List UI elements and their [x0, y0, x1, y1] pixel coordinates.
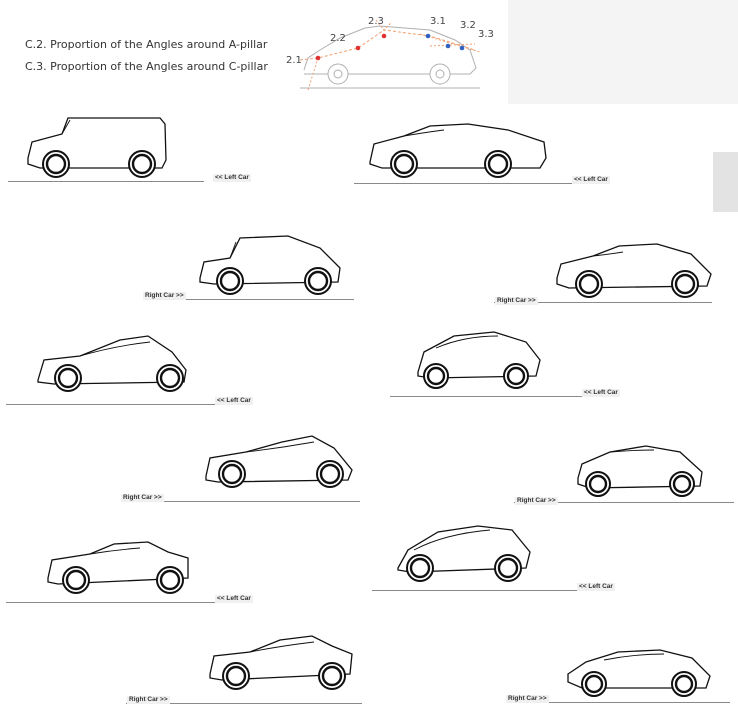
ground-line	[8, 181, 204, 182]
point-label-3-1: 3.1	[430, 16, 446, 27]
ground-line	[354, 183, 610, 184]
left-car-label: << Left Car	[582, 389, 620, 397]
ground-line	[144, 299, 354, 300]
car-illustration-classic-sedan	[44, 538, 192, 598]
ground-line	[6, 404, 252, 405]
left-car-label: << Left Car	[215, 595, 253, 603]
point-label-3-2: 3.2	[460, 20, 476, 31]
right-car-label: Right Car >>	[121, 494, 164, 502]
car-illustration-coupe	[34, 332, 190, 394]
caption-a-pillar: C.2. Proportion of the Angles around A-p…	[25, 38, 268, 51]
ground-line	[514, 502, 734, 503]
point-label-2-1: 2.1	[286, 55, 302, 66]
ground-line	[390, 396, 612, 397]
point-label-2-3: 2.3	[368, 16, 384, 27]
header-area	[0, 0, 512, 104]
header-sheet-edge	[508, 0, 738, 104]
right-car-label: Right Car >>	[506, 695, 549, 703]
ground-line	[506, 702, 730, 703]
caption-c-pillar: C.3. Proportion of the Angles around C-p…	[25, 60, 268, 73]
car-illustration-van	[24, 114, 172, 182]
point-3-1-marker	[425, 33, 431, 39]
car-illustration-sedan	[576, 444, 708, 500]
left-car-label: << Left Car	[215, 397, 253, 405]
car-illustration-tall-hatch	[196, 234, 344, 298]
right-car-label: Right Car >>	[515, 497, 558, 505]
reference-car-outline	[300, 25, 480, 89]
car-illustration-hatchback	[368, 122, 550, 184]
point-label-3-3: 3.3	[478, 29, 494, 40]
point-3-3-marker	[459, 45, 465, 51]
point-label-2-2: 2.2	[330, 33, 346, 44]
car-illustration-notchback	[206, 634, 356, 694]
car-illustration-wedge	[394, 524, 534, 586]
scrollbar-thumb[interactable]	[713, 152, 738, 212]
point-2-2-marker	[355, 45, 361, 51]
right-car-label: Right Car >>	[127, 696, 170, 704]
left-car-label: << Left Car	[572, 176, 610, 184]
ground-line	[126, 703, 362, 704]
right-car-label: Right Car >>	[143, 292, 186, 300]
pillar-angle-diagram: 2.1 2.2 2.3 3.1 3.2 3.3	[280, 0, 510, 104]
car-illustration-round-hatch	[555, 242, 715, 300]
ground-line	[494, 302, 712, 303]
ground-line	[6, 602, 252, 603]
point-2-3-marker	[381, 33, 387, 39]
car-illustration-aero	[564, 648, 714, 702]
car-illustration-sports-coupe	[202, 434, 356, 494]
point-2-1-marker	[315, 55, 321, 61]
left-car-label: << Left Car	[213, 174, 251, 182]
right-car-label: Right Car >>	[495, 297, 538, 305]
left-car-label: << Left Car	[577, 583, 615, 591]
ground-line	[372, 590, 604, 591]
car-illustration-compact	[414, 330, 544, 390]
guide-lines	[299, 19, 481, 91]
point-3-2-marker	[445, 43, 451, 49]
ground-line	[122, 501, 360, 502]
